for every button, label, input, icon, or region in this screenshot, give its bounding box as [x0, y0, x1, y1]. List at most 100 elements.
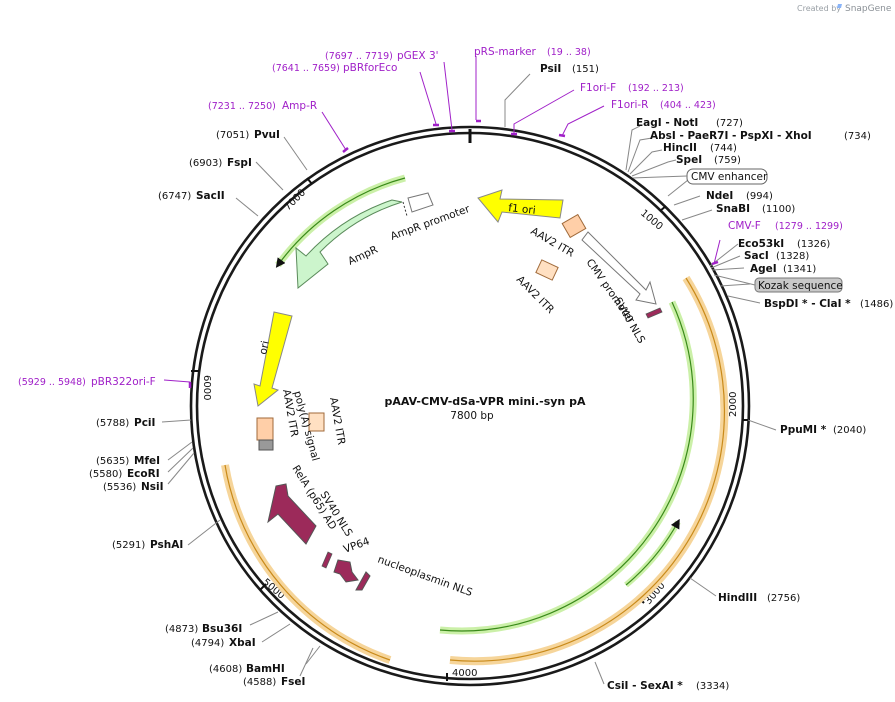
enzyme-bsu36i-pos: (4873)	[165, 624, 198, 635]
enzyme-hincii: HincII	[663, 142, 697, 154]
enzyme-xbai: XbaI	[229, 637, 256, 649]
primer-pbrforeco-pos: (7641 .. 7659)	[272, 63, 340, 74]
label-aav2-itr-2: AAV2 ITR	[514, 274, 556, 316]
enzyme-hindiii: HindIII	[718, 592, 757, 604]
enzyme-pvui-pos: (7051)	[216, 130, 249, 141]
rela-arrow	[267, 483, 317, 545]
label-cmv-enhancer: CMV enhancer	[691, 171, 768, 183]
primer-amp-r-pos: (7231 .. 7250)	[208, 101, 276, 112]
enzyme-mfei: MfeI	[134, 455, 160, 467]
primer-pgex3: pGEX 3'	[397, 50, 439, 62]
enzyme-eco53ki: Eco53kI	[738, 238, 784, 250]
enzyme-fspi: FspI	[227, 157, 252, 169]
label-vp64: VP64	[342, 535, 372, 556]
snapgene-logo-icon	[837, 4, 842, 8]
snapgene-credit: Created by SnapGene	[797, 4, 892, 14]
enzyme-bspdi-clai: BspDI * - ClaI *	[764, 298, 851, 310]
enzyme-bamhi-pos: (4608)	[209, 664, 242, 675]
primer-amp-r: Amp-R	[282, 100, 317, 112]
aav2-itr-box-2	[535, 259, 559, 281]
enzyme-absi-xhoi: AbsI - PaeR7I - PspXI - XhoI	[650, 130, 812, 142]
label-nucleoplasmin: nucleoplasmin NLS	[376, 554, 474, 600]
enzyme-ndei-pos: (994)	[746, 191, 773, 202]
primer-f1ori-r: F1ori-R	[611, 99, 648, 111]
enzyme-psii-pos: (151)	[572, 64, 599, 75]
enzyme-agei-pos: (1341)	[783, 264, 816, 275]
f1-ori-arrow	[477, 189, 564, 223]
plasmid-size: 7800 bp	[450, 410, 494, 422]
enzyme-pcii: PciI	[134, 417, 155, 429]
enzyme-ppumi-pos: (2040)	[833, 425, 866, 436]
enzyme-absi-xhoi-pos: (734)	[844, 131, 871, 142]
enzyme-psii: PsiI	[540, 63, 561, 75]
primer-f1ori-f-pos: (192 .. 213)	[628, 83, 684, 94]
primer-prs-marker-pos: (19 .. 38)	[547, 47, 591, 58]
credit-created-by: Created by	[797, 4, 841, 13]
enzyme-ndei: NdeI	[706, 190, 733, 202]
enzyme-csii-sexai: CsiI - SexAI *	[607, 680, 683, 692]
backbone	[189, 125, 751, 687]
enzyme-leaders	[161, 73, 777, 685]
enzyme-eagi-noti: EagI - NotI	[636, 117, 698, 129]
primer-f1ori-r-pos: (404 .. 423)	[660, 100, 716, 111]
label-kozak: Kozak sequence	[758, 280, 843, 292]
green-band	[275, 174, 697, 635]
enzyme-saci-pos: (1328)	[776, 251, 809, 262]
enzyme-snabi: SnaBI	[716, 203, 750, 215]
enzyme-ecori: EcoRI	[127, 468, 160, 480]
enzyme-spei-pos: (759)	[714, 155, 741, 166]
polya-box	[258, 439, 274, 451]
enzyme-sacii: SacII	[196, 190, 225, 202]
enzyme-pshai: PshAI	[150, 539, 183, 551]
tick-2000: 2000	[728, 392, 739, 417]
primer-pbr322ori-f: pBR322ori-F	[91, 376, 156, 388]
enzyme-spei: SpeI	[676, 154, 702, 166]
enzyme-mfei-pos: (5635)	[96, 456, 129, 467]
enzyme-bamhi: BamHI	[246, 663, 285, 675]
label-sv40-nls-1: SV40 NLS	[611, 296, 647, 346]
primer-labels: pRS-marker (19 .. 38) F1ori-F (192 .. 21…	[18, 46, 843, 388]
enzyme-pshai-pos: (5291)	[112, 540, 145, 551]
tick-6000: 6000	[201, 375, 212, 400]
orange-band	[221, 275, 729, 666]
primer-prs-marker: pRS-marker	[474, 46, 537, 58]
enzyme-labels-left: (4588) FseI (4608) BamHI (4794) XbaI (48…	[89, 129, 305, 688]
enzyme-pcii-pos: (5788)	[96, 418, 129, 429]
primer-leaders	[163, 56, 721, 388]
label-f1-ori: f1 ori	[508, 202, 536, 217]
aav2-itr-box-3	[256, 417, 274, 441]
nucleoplasmin-arrow	[355, 571, 371, 591]
sv40-nls-arrow-2	[321, 551, 333, 569]
tick-4000: 4000	[452, 668, 477, 679]
primer-pbrforeco: pBRforEco	[343, 62, 397, 74]
sv40-nls-arrow-1	[645, 307, 663, 319]
enzyme-pvui: PvuI	[254, 129, 280, 141]
enzyme-hincii-pos: (744)	[710, 143, 737, 154]
vp64-arrow	[333, 559, 359, 583]
enzyme-ecori-pos: (5580)	[89, 469, 122, 480]
label-ampr: AmpR	[346, 244, 380, 268]
enzyme-labels: PsiI (151) EagI - NotI (727) AbsI - PaeR…	[540, 63, 893, 692]
aav2-itr-box-1	[561, 213, 587, 239]
enzyme-agei: AgeI	[750, 263, 777, 275]
enzyme-sacii-pos: (6747)	[158, 191, 191, 202]
label-aav2-itr-4: AAV2 ITR	[327, 396, 347, 445]
enzyme-fsei-pos: (4588)	[243, 677, 276, 688]
enzyme-csii-sexai-pos: (3334)	[696, 681, 729, 692]
enzyme-eco53ki-pos: (1326)	[797, 239, 830, 250]
enzyme-saci: SacI	[744, 250, 769, 262]
enzyme-ppumi: PpuMI *	[780, 424, 827, 436]
primer-cmv-f-pos: (1279 .. 1299)	[775, 221, 843, 232]
primer-pbr322ori-f-pos: (5929 .. 5948)	[18, 377, 86, 388]
ori-arrow	[253, 311, 293, 407]
enzyme-fspi-pos: (6903)	[189, 158, 222, 169]
boxed-features: CMV enhancer Kozak sequence	[632, 168, 843, 293]
primer-pgex3-pos: (7697 .. 7719)	[325, 51, 393, 62]
primer-f1ori-f: F1ori-F	[580, 82, 616, 94]
enzyme-fsei: FseI	[281, 676, 305, 688]
credit-brand: SnapGene	[845, 4, 892, 14]
enzyme-bspdi-clai-pos: (1486)	[860, 299, 893, 310]
tick-7000: 7000	[282, 187, 308, 213]
enzyme-hindiii-pos: (2756)	[767, 593, 800, 604]
